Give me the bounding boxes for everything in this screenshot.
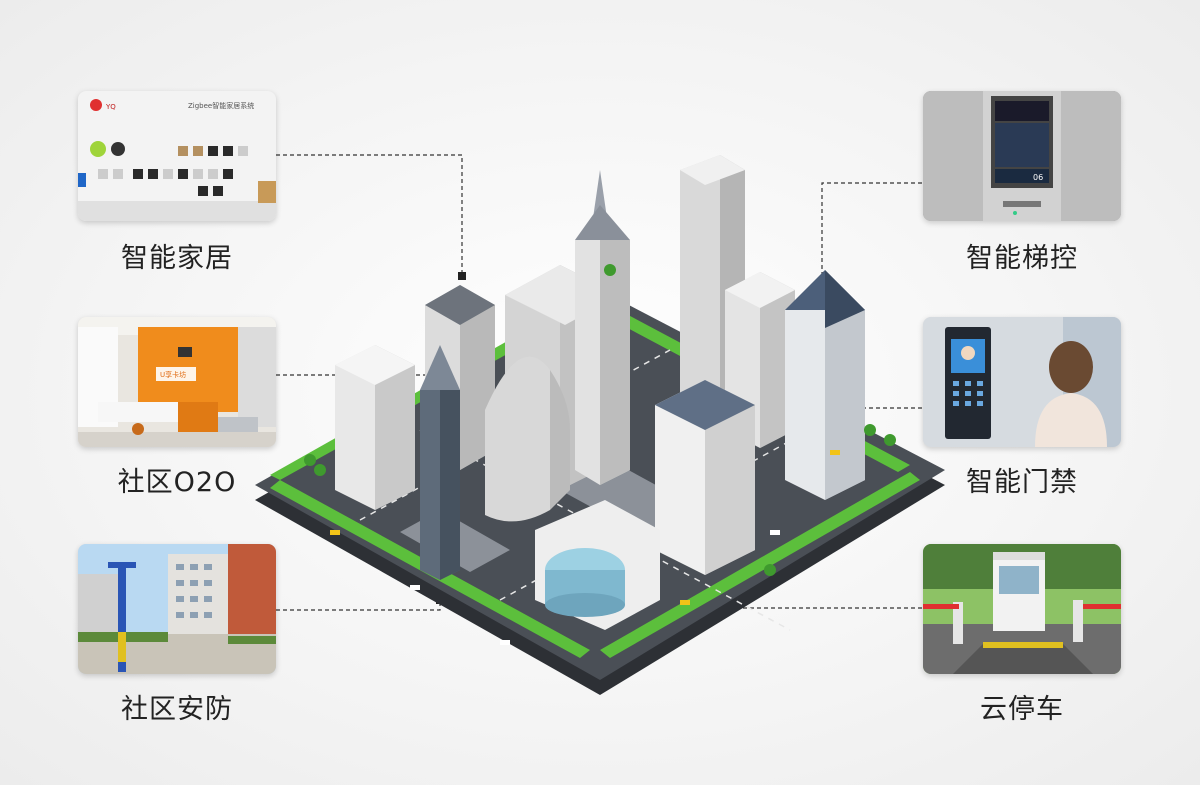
smart-access-label: 智能门禁 <box>966 467 1078 498</box>
smart-community-city-illustration <box>255 155 945 695</box>
community-security-label: 社区安防 <box>121 694 233 725</box>
community-o2o-photo: U享卡坊 <box>78 317 276 447</box>
cloud-parking-photo <box>923 544 1121 674</box>
smart-access-photo <box>923 317 1121 447</box>
smart-elevator-photo: 06 <box>923 91 1121 221</box>
svg-text:YQ: YQ <box>105 103 116 111</box>
community-o2o-label: 社区O2O <box>117 467 237 498</box>
smart-elevator-label: 智能梯控 <box>966 243 1078 274</box>
elevator-floor: 06 <box>1033 173 1043 182</box>
cloud-parking-label: 云停车 <box>980 694 1064 725</box>
smart-home-caption: Zigbee智能家居系统 <box>188 101 254 110</box>
smart-home-label: 智能家居 <box>121 243 233 274</box>
o2o-sign-text: U享卡坊 <box>160 370 186 379</box>
smart-home-photo: YQ Zigbee智能家居系统 <box>78 91 276 221</box>
community-security-photo <box>78 544 276 674</box>
